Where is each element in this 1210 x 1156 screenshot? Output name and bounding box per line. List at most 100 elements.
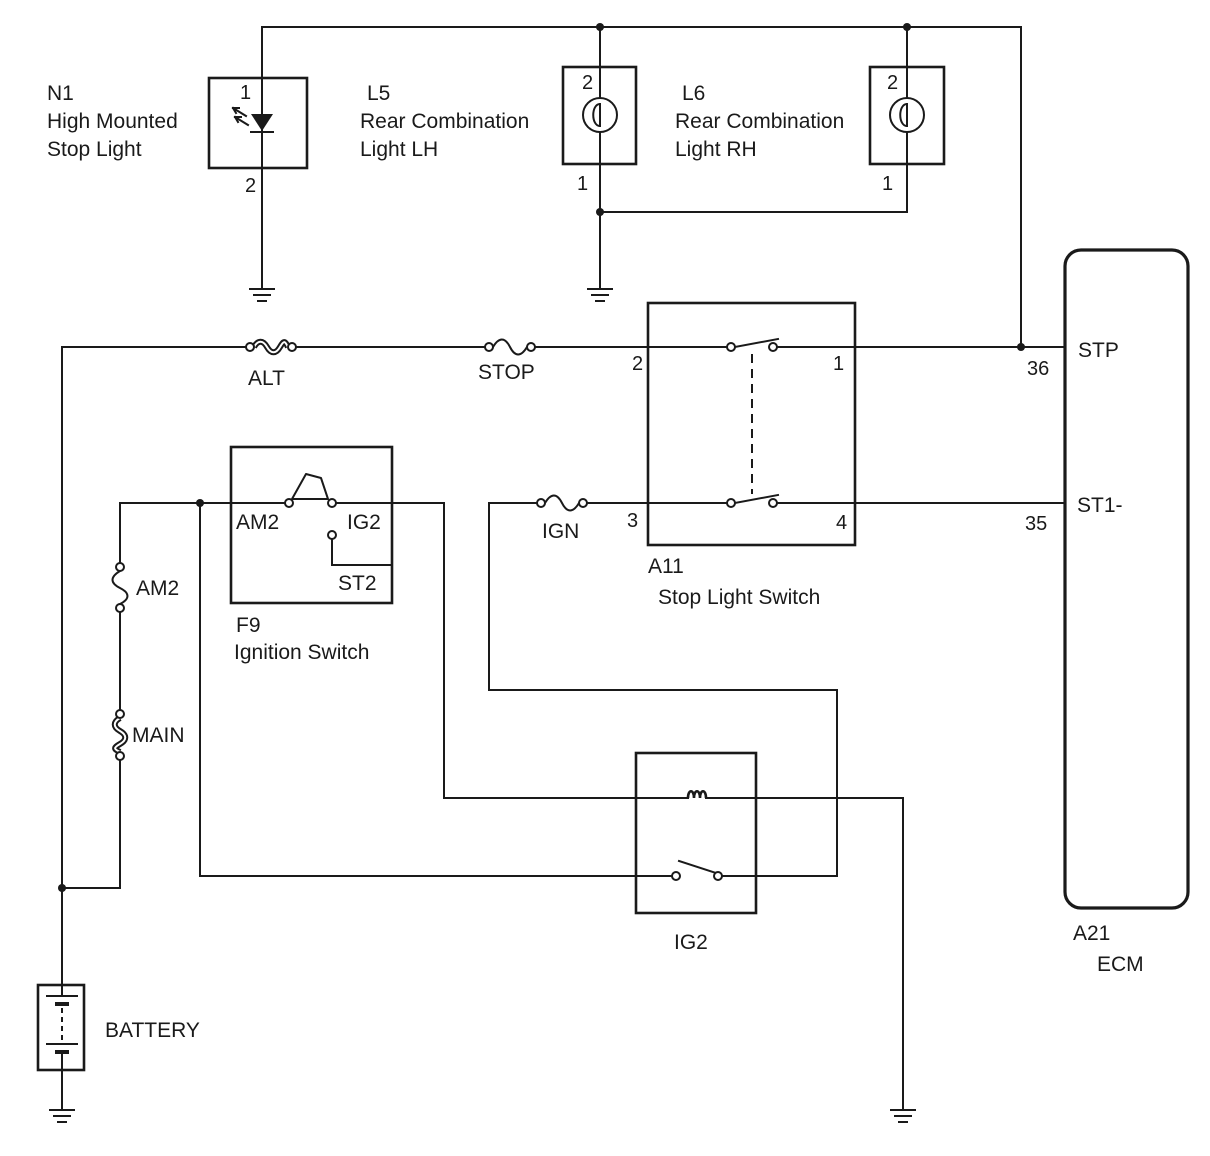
ground-n1 [249,288,275,302]
fuse-terminal [578,498,588,508]
ignition-contact-ig2 [327,498,337,508]
led-emission-arrow-icon [231,106,248,118]
f9-terminal-ig2: IG2 [347,511,381,534]
n1-box [207,76,309,170]
n1-name-line1: High Mounted [47,110,178,133]
bulb-filament [899,102,909,128]
component-l5-rear-combination-light-lh: 2 1 L5 Rear Combination Light LH [360,65,638,195]
ig2-relay-label: IG2 [674,931,708,954]
fuse-terminal [484,342,494,352]
ig2-relay-box [634,751,758,915]
bulb-icon [582,97,618,133]
junction-dot [1017,343,1025,351]
switch-contact [726,498,736,508]
junction-dot [58,884,66,892]
a11-pin-1: 1 [833,353,844,375]
l5-name-line1: Rear Combination [360,110,529,133]
wire-ignition-ig2-to-coil [331,502,689,799]
l5-box [561,65,638,166]
f9-terminal-st2: ST2 [338,572,377,595]
component-ig2-relay: IG2 [634,751,758,954]
ground-icon [890,1109,916,1123]
wires [61,26,1066,1111]
l6-name-line2: Light RH [675,138,757,161]
fuse-stop: STOP [478,338,536,384]
component-battery: BATTERY [36,983,200,1072]
bulb-filament [592,102,602,128]
l5-pin-2: 2 [582,72,593,94]
f9-box [229,445,394,605]
fuse-am2: AM2 [111,562,179,613]
component-n1-high-mounted-stop-light: 1 2 N1 High Mounted Stop Light [47,76,309,197]
fuse-terminal [287,342,297,352]
junction-dot [596,23,604,31]
wire-l6-return [599,131,908,213]
ground-ig2-relay [890,1109,916,1123]
fuse-ign-label: IGN [542,520,579,543]
ecm-terminal-st1: ST1- [1077,494,1123,517]
ignition-contact-am2 [284,498,294,508]
l6-name-line1: Rear Combination [675,110,844,133]
fuse-terminal [536,498,546,508]
ecm-pin-36: 36 [1027,358,1049,380]
junction-dot [596,208,604,216]
fuse-terminal [115,709,125,719]
led-emission-arrow-icon [233,115,250,127]
fuse-terminal [245,342,255,352]
ecm-terminal-stp: STP [1078,339,1119,362]
l5-ref: L5 [367,82,390,105]
l6-pin-2: 2 [887,72,898,94]
wire-top-bus [261,26,1022,348]
fuse-icon [491,338,529,356]
ground-icon [249,288,275,302]
switch-contact [726,342,736,352]
n1-pin-2: 2 [245,175,256,197]
fuse-icon [543,494,581,512]
fuse-terminal [526,342,536,352]
a11-pin-3: 3 [627,510,638,532]
l5-name-line2: Light LH [360,138,438,161]
ecm-ref: A21 [1073,922,1110,945]
fusible-link-core [253,340,289,354]
a11-ref: A11 [648,555,684,578]
battery-label: BATTERY [105,1019,200,1042]
l6-ref: L6 [682,82,705,105]
ecm-name: ECM [1097,953,1144,976]
component-a21-ecm: STP 36 ST1- 35 A21 ECM [1025,248,1190,976]
component-f9-ignition-switch: AM2 IG2 ST2 F9 Ignition Switch [229,445,394,664]
fuse-terminal [115,603,125,613]
a11-pin-2: 2 [632,353,643,375]
fuse-terminal [115,751,125,761]
ground-icon [49,1109,75,1123]
ignition-switch-blade [291,473,329,500]
fuse-terminal [115,562,125,572]
ground-icon [587,288,613,302]
fuse-stop-label: STOP [478,361,535,384]
fuse-alt-label: ALT [248,367,285,390]
ignition-st2-wire [331,538,393,566]
wire-ign-feed [488,502,542,691]
a11-name: Stop Light Switch [658,586,820,609]
ecm-box [1063,248,1190,910]
ecm-pin-35: 35 [1025,513,1047,535]
a11-box [646,301,857,547]
fuse-am2-label: AM2 [136,577,179,600]
bulb-icon [889,97,925,133]
l6-pin-1: 1 [882,173,893,195]
f9-terminal-am2: AM2 [236,511,279,534]
wire-relay-output [488,689,838,877]
switch-contact [768,498,778,508]
wire-coil-ground [705,797,904,1111]
l5-pin-1: 1 [577,173,588,195]
junction-dot [196,499,204,507]
fuse-ign: IGN [536,494,588,543]
fuse-icon [111,569,129,606]
relay-contact [671,871,681,881]
n1-name-line2: Stop Light [47,138,142,161]
n1-pin-1: 1 [240,82,251,104]
n1-ref: N1 [47,82,74,105]
wire-am2-to-ignition [119,502,290,568]
component-a11-stop-light-switch: 2 1 3 4 A11 Stop Light Switch [627,301,857,609]
ground-battery [49,1109,75,1123]
